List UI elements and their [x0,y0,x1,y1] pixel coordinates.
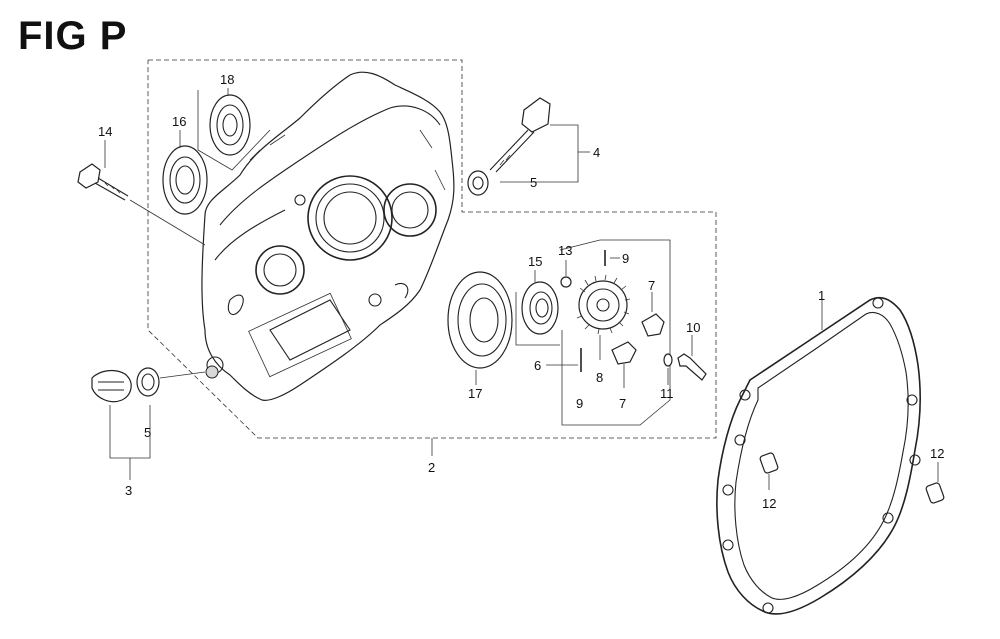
label-part-5-dipstick: 5 [530,175,537,190]
bearing-17 [447,271,513,385]
governor-arm-7-upper [641,313,665,337]
label-part-10: 10 [686,320,700,335]
label-part-7-upper: 7 [648,278,655,293]
bearing-15 [515,270,560,346]
label-part-4: 4 [593,145,600,160]
dowel-pin-12-a [759,452,779,490]
governor-arm-7-lower [611,341,637,365]
dipstick-4 [467,97,590,196]
oil-filler-cap-3 [91,367,206,480]
label-part-14: 14 [98,124,112,139]
label-part-16: 16 [172,114,186,129]
assembly-boundary-2 [147,59,717,439]
washer-13 [560,276,572,288]
label-part-8: 8 [596,370,603,385]
label-part-12-a: 12 [762,496,776,511]
bearing-16 [162,130,208,215]
label-part-2: 2 [428,460,435,475]
dowel-pin-12-b [925,462,945,504]
label-part-9-upper: 9 [622,251,629,266]
label-part-6: 6 [534,358,541,373]
label-part-11: 11 [660,386,674,401]
label-part-15: 15 [528,254,542,269]
figure-title: FIG P [18,14,128,58]
label-part-17: 17 [468,386,482,401]
label-part-5-cap: 5 [144,425,151,440]
label-part-7-lower: 7 [619,396,626,411]
governor-gear-8 [576,274,631,335]
bolt-10 [677,353,707,381]
bolt-14 [77,140,206,246]
label-part-9-lower: 9 [576,396,583,411]
label-part-12-b: 12 [930,446,944,461]
label-part-3: 3 [125,483,132,498]
governor-assembly-6 [546,239,707,426]
washer-11 [663,353,673,367]
label-part-18: 18 [220,72,234,87]
gasket-1 [716,296,921,615]
label-part-13: 13 [558,243,572,258]
label-part-1: 1 [818,288,825,303]
crankcase-cover [201,71,455,401]
bearing-18 [197,88,271,171]
